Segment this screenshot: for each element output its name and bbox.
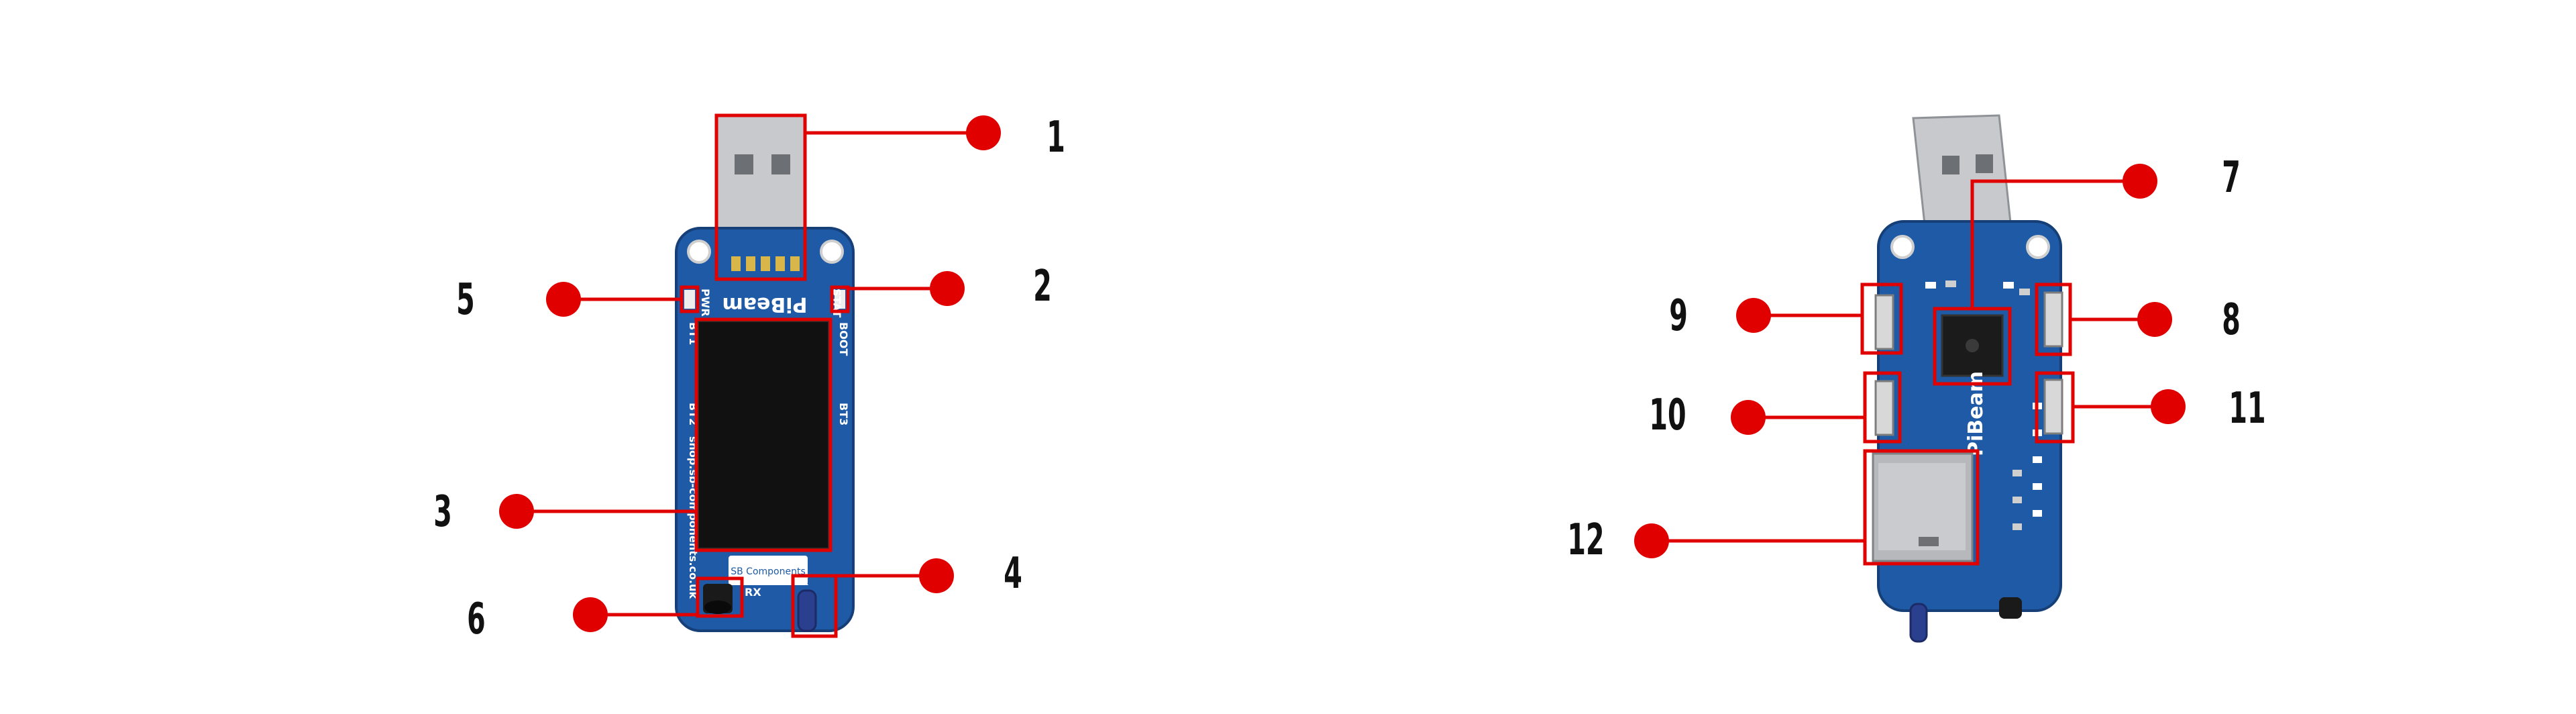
sb-logo [729, 556, 808, 585]
marker-6 [573, 597, 608, 632]
marker-2 [930, 271, 965, 306]
boot-label: BOOT [837, 322, 850, 356]
highlight-1 [714, 113, 807, 281]
marker-8 [2137, 302, 2172, 337]
highlight-10 [1863, 371, 1902, 444]
button-left-top [1874, 294, 1894, 350]
callout-number-4: 4 [1004, 548, 1022, 599]
callout-number-11: 11 [2229, 383, 2265, 434]
leader-lines [517, 131, 2168, 617]
highlight-2 [830, 285, 850, 313]
callout-numbers: 1 2 3 4 5 6 7 8 9 10 11 12 [433, 112, 2265, 644]
board-name-front: PiBeam [722, 293, 808, 316]
ir-led-front [797, 589, 817, 632]
highlight-9 [1860, 283, 1903, 355]
back-board: PiBeam [1872, 114, 2063, 643]
callout-number-5: 5 [456, 274, 475, 325]
pwr-label: PWR [699, 289, 712, 317]
sb-logo-text: SB Components [731, 566, 806, 577]
marker-1 [966, 115, 1001, 150]
callout-number-12: 12 [1567, 515, 1604, 565]
lcd-display [696, 319, 830, 550]
button-left-bottom [1874, 380, 1894, 436]
callout-highlights [680, 113, 2075, 638]
marker-10 [1731, 400, 1766, 435]
button-right-bottom [2043, 378, 2063, 435]
callout-number-2: 2 [1033, 261, 1052, 311]
callout-number-3: 3 [433, 487, 452, 537]
marker-11 [2151, 389, 2186, 424]
callout-number-6: 6 [467, 594, 486, 644]
marker-9 [1736, 298, 1771, 333]
highlight-6 [696, 576, 744, 618]
marker-5 [546, 282, 581, 317]
leader-line-7 [1970, 179, 2140, 309]
ir-receiver-back [1999, 597, 2022, 619]
callout-number-10: 10 [1649, 390, 1686, 440]
button-right-top [2043, 291, 2063, 348]
highlight-4 [791, 574, 838, 638]
highlight-12 [1863, 449, 1980, 566]
ir-led-back [1909, 603, 1928, 643]
marker-12 [1634, 523, 1669, 558]
pwr-led [684, 290, 695, 309]
callout-number-8: 8 [2222, 295, 2241, 345]
marker-4 [919, 558, 954, 593]
bt3-label: BT3 [837, 403, 850, 425]
stat-led [835, 290, 845, 309]
callout-markers [499, 115, 2186, 632]
callout-number-9: 9 [1669, 291, 1688, 341]
rx-label: RX [745, 586, 761, 599]
marker-7 [2123, 164, 2157, 199]
tx-label: TX [793, 575, 809, 588]
callout-number-1: 1 [1046, 112, 1065, 162]
front-board: PiBeam PWR STAT BT1 BOOT BT2 BT3 shop.sb… [675, 114, 855, 632]
highlight-3 [694, 317, 833, 552]
callout-number-7: 7 [2222, 152, 2241, 203]
marker-3 [499, 494, 534, 529]
